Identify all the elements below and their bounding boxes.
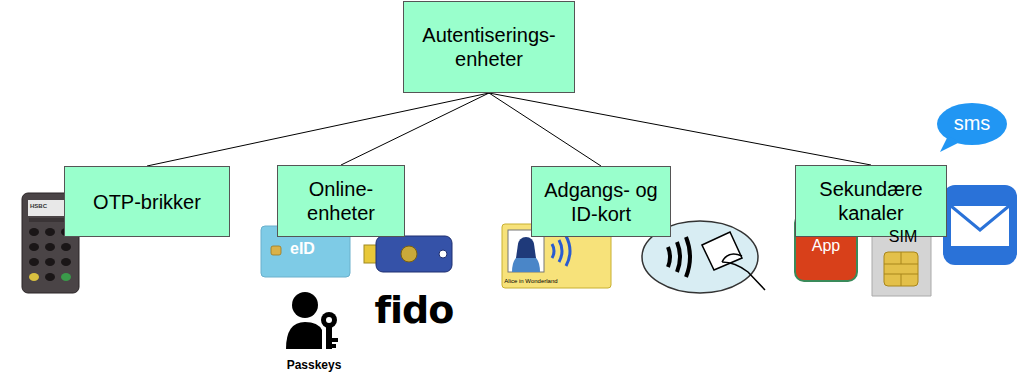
category-box: Online- enheter [277,165,405,237]
icon-label: sms [954,112,991,135]
box-label: OTP-brikker [93,190,201,214]
box-label: Autentiserings- enheter [412,23,566,71]
icon-label: SIM [889,228,917,246]
usb-key [364,236,452,272]
category-box: Sekundære kanaler [795,165,947,237]
key [61,258,71,266]
key [45,228,55,236]
tree-connector [341,93,489,165]
box-label: Sekundære kanaler [804,177,938,225]
box-label: Online- enheter [286,177,396,225]
logo-text: fido [375,289,454,333]
key [61,273,71,281]
key [29,258,39,266]
category-box: OTP-brikker [64,166,230,237]
icon-label: eID [290,240,315,258]
icon-label: Passkeys [287,359,342,373]
icon-label: App [812,237,840,255]
sms-bubble [937,103,1007,152]
key [29,228,39,236]
passkeys-icon [286,292,338,349]
category-box: Autentiserings- enheter [403,1,575,93]
key [29,273,39,281]
icon-label: HSBC [30,203,47,210]
key [45,243,55,251]
box-label: Adgangs- og ID-kort [540,178,662,226]
key [29,243,39,251]
key [45,258,55,266]
category-box: Adgangs- og ID-kort [531,166,671,237]
key [61,243,71,251]
mail-icon [943,185,1017,265]
icon-label: Alice in Wonderland [504,278,557,285]
tree-connector [147,93,489,166]
key [45,273,55,281]
tree-connector [489,93,871,165]
